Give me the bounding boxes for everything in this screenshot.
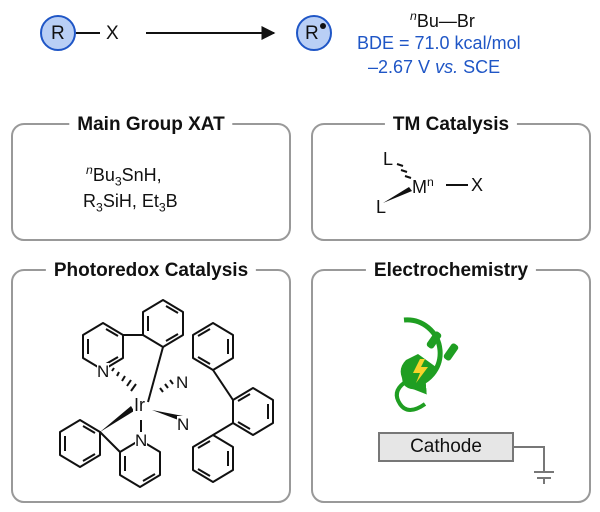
lightning-bolt-icon bbox=[413, 359, 428, 383]
tm-title: TM Catalysis bbox=[384, 115, 518, 134]
electro-panel bbox=[311, 269, 591, 503]
tm-complex-bonds bbox=[396, 163, 468, 186]
product-r-label: R bbox=[305, 23, 319, 44]
reactant-r-circle bbox=[40, 15, 76, 51]
bde-value: BDE = 71.0 kcal/mol bbox=[357, 33, 521, 53]
reagent-tin-hydride: nBu3SnH, bbox=[86, 163, 162, 189]
tm-panel bbox=[311, 123, 591, 241]
photoredox-title: Photoredox Catalysis bbox=[45, 261, 257, 280]
ir-hashed-bonds bbox=[111, 367, 174, 393]
ir-wedge-left bbox=[100, 406, 134, 432]
tm-metal: Mn bbox=[412, 175, 434, 197]
cathode-electrode: Cathode bbox=[378, 432, 514, 462]
tm-ligand-bottom: L bbox=[376, 197, 387, 217]
tm-ligand-top: L bbox=[383, 149, 394, 169]
radical-dot bbox=[320, 23, 326, 29]
n-bottom: N bbox=[135, 431, 148, 450]
reactant-x-label: X bbox=[106, 23, 119, 44]
tm-halide: X bbox=[471, 175, 484, 195]
cathode-wire bbox=[514, 446, 554, 484]
electro-title: Electrochemistry bbox=[365, 261, 537, 280]
ir-wedge-right bbox=[152, 410, 183, 421]
plug-icon bbox=[394, 317, 459, 412]
reactant-r-label: R bbox=[51, 23, 65, 44]
ir-metal: Ir bbox=[133, 395, 146, 415]
photoredox-panel bbox=[11, 269, 291, 503]
example-compound: nBu—Br bbox=[410, 9, 475, 31]
n-top-right: N bbox=[176, 373, 189, 392]
ir-complex-structure bbox=[59, 299, 274, 488]
reagent-silane-borane: R3SiH, Et3B bbox=[83, 191, 178, 215]
n-right: N bbox=[177, 415, 190, 434]
main-group-title: Main Group XAT bbox=[69, 115, 233, 134]
reduction-potential: –2.67 V vs. SCE bbox=[368, 57, 501, 77]
wedge-bond bbox=[383, 187, 412, 203]
n-top-left: N bbox=[97, 362, 110, 381]
